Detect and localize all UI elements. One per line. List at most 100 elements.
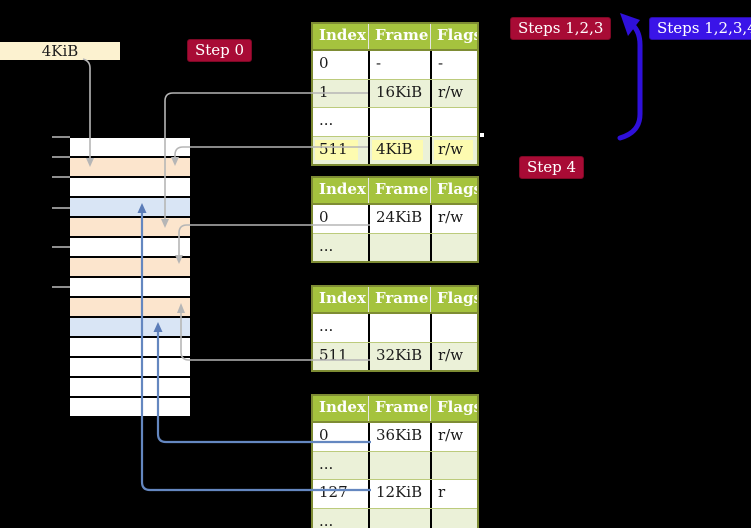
highlighted-value: 511 [315,139,358,160]
table-row: 511 4KiB r/w [313,135,477,165]
memory-row-peach [70,218,190,238]
table-cell: 24KiB [368,205,430,233]
table-cell: r/w [430,205,477,233]
column-header-index: Index [319,180,366,198]
table-cell: r/w [430,342,477,370]
column-header-frame: Frame [368,396,430,421]
physical-memory-strip [70,138,190,416]
table-cell: 36KiB [368,423,430,451]
badge-steps-1-2-3-4: Steps 1,2,3,4 [649,17,751,40]
table-cell: 511 [313,137,368,165]
table-cell [430,233,477,261]
column-header-flags: Flags [430,178,477,203]
column-header-index: Index [319,26,366,44]
table-cell: r/w [430,136,477,164]
steps-loop-arrow [617,20,643,141]
memory-row-peach [70,298,190,318]
column-header-frame: Frame [368,178,430,203]
table-cell [368,233,430,261]
table-cell [368,108,430,136]
memory-row-white [70,378,190,398]
table-cell: 0 [319,426,329,444]
table-row: 0 -- [313,51,477,79]
table-row: ... [313,450,477,479]
table-cell: 127 [319,483,348,501]
steps-loop-arrowhead [620,13,640,36]
memory-row-white [70,338,190,358]
table-cell: - [430,51,477,79]
memory-tick [52,136,70,138]
table-cell: ... [319,511,334,528]
table-cell [430,508,477,528]
table-cell [430,314,477,342]
memory-tick [52,156,70,158]
column-header-frame: Frame [368,287,430,312]
table-cell: 32KiB [368,342,430,370]
table-header-row: IndexFrameFlags [313,396,477,423]
highlighted-value: 4KiB [372,139,423,160]
stray-dot [480,133,484,137]
memory-tick [52,246,70,248]
memory-row-white [70,238,190,258]
table-cell [368,314,430,342]
column-header-flags: Flags [430,24,477,49]
memory-row-white [70,178,190,198]
table-header-row: IndexFrameFlags [313,178,477,205]
table-cell: r/w [430,79,477,107]
table-cell: 4KiB [368,136,430,164]
memory-row-white [70,358,190,378]
table-header-row: IndexFrameFlags [313,287,477,314]
column-header-flags: Flags [430,287,477,312]
table-cell [368,508,430,528]
badge-steps-1-2-3: Steps 1,2,3 [510,17,612,40]
table-row: ... [313,507,477,528]
table-row: ... [313,314,477,342]
memory-row-blue [70,318,190,338]
memory-row-white [70,398,190,416]
table-cell: 511 [319,345,348,364]
table-cell: ... [319,317,334,335]
table-cell: r/w [430,423,477,451]
memory-row-white [70,138,190,158]
frame-size-label: 4KiB [0,42,120,60]
column-header-index: Index [319,289,366,307]
column-header-flags: Flags [430,396,477,421]
table-cell [430,108,477,136]
table-cell: ... [319,454,334,473]
table-cell: 12KiB [368,480,430,508]
column-header-frame: Frame [368,24,430,49]
memory-row-peach [70,158,190,178]
table-row: ... [313,107,477,136]
memory-tick [52,176,70,178]
table-cell: 1 [319,82,329,101]
table-cell: 16KiB [368,79,430,107]
memory-row-peach [70,258,190,278]
table-cell: ... [319,111,334,129]
memory-tick [52,286,70,288]
table-cell: 0 [319,54,329,72]
table-cell: 0 [319,208,329,226]
table-header-row: IndexFrameFlags [313,24,477,51]
table-row: ... [313,232,477,261]
badge-step-4: Step 4 [519,156,585,179]
table-cell [430,451,477,479]
column-header-index: Index [319,398,366,416]
table-cell: r [430,480,477,508]
table-cell [368,451,430,479]
highlighted-value: r/w [434,139,474,160]
memory-row-blue [70,198,190,218]
table-cell: - [368,51,430,79]
memory-row-white [70,278,190,298]
page-table-level-2: IndexFrameFlags 0 24KiBr/w... [311,176,479,263]
table-cell: ... [319,236,334,255]
memory-tick [52,207,70,209]
